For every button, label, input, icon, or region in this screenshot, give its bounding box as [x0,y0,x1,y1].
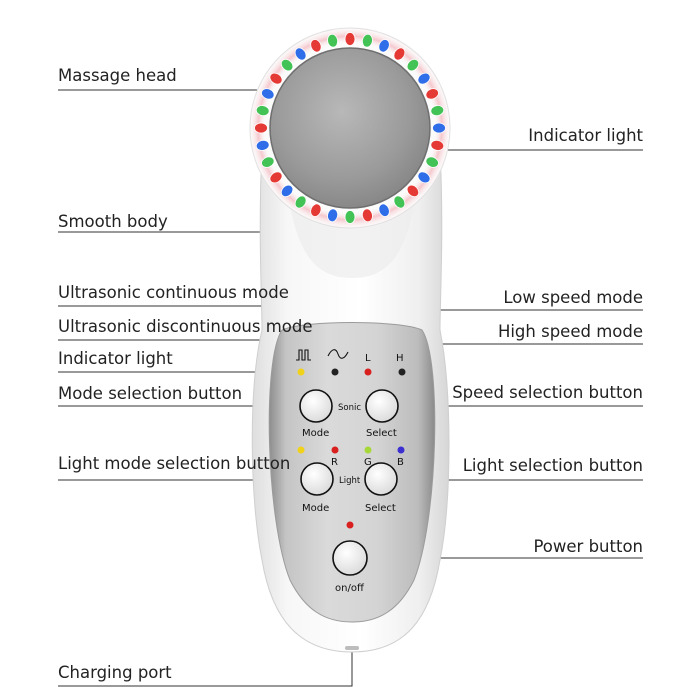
led-bead [417,171,431,184]
led-bead [432,122,446,134]
led-bead [361,208,373,223]
light-mode-selection-button[interactable] [300,462,334,496]
led-bead [254,122,268,134]
led-bead [425,156,439,168]
wave-mode-icon [327,349,349,359]
indicator-dot-black [398,368,406,376]
indicator-dot-yellow [297,446,305,454]
label-ultrasonic-continuous: Ultrasonic continuous mode [58,283,289,302]
led-bead [269,171,283,184]
led-bead [327,33,339,48]
led-bead [430,139,445,151]
label-speed-selection-button: Speed selection button [452,383,643,402]
led-bead [417,72,431,85]
led-bead [280,58,294,72]
power-button[interactable] [332,540,368,576]
label-ultrasonic-discontinuous: Ultrasonic discontinuous mode [58,317,313,336]
led-bead [294,195,307,209]
label-charging-port: Charging port [58,663,172,682]
indicator-dot-red [364,368,372,376]
speed-high-label: H [396,353,404,364]
indicator-dot-black [331,368,339,376]
sonic-label: Sonic [338,403,361,413]
select-label-1: Select [366,428,397,439]
led-bead [344,32,356,46]
label-light-mode-selection-button: Light mode selection button [58,454,291,473]
g-label: G [364,457,372,468]
led-bead [310,203,322,217]
indicator-dot-blue [397,446,405,454]
label-indicator-light-top: Indicator light [528,126,643,145]
indicator-dot-green [364,446,372,454]
led-bead [255,105,270,117]
label-light-selection-button: Light selection button [462,456,643,475]
massage-head-plate [269,47,431,209]
mode-label-2: Mode [302,503,329,514]
label-low-speed-mode: Low speed mode [503,288,643,307]
led-bead [406,184,420,198]
led-bead [430,105,445,117]
led-bead [344,210,356,224]
speed-low-label: L [365,353,371,364]
label-mode-selection-button: Mode selection button [58,384,243,403]
led-bead [327,208,339,223]
label-high-speed-mode: High speed mode [497,322,643,341]
led-bead [294,47,307,61]
led-bead [425,88,439,100]
led-bead [269,72,283,85]
led-bead [393,195,406,209]
pulse-mode-icon [296,349,311,361]
select-label-2: Select [365,503,396,514]
onoff-label: on/off [335,583,365,594]
led-bead [255,139,270,151]
led-bead [378,39,390,53]
indicator-dot-red [331,446,339,454]
led-bead [378,203,390,217]
label-power-button: Power button [533,537,643,556]
b-label: B [397,457,404,468]
label-smooth-body: Smooth body [58,212,168,231]
leader-charging-port [58,652,353,687]
mode-label-1: Mode [302,428,329,439]
led-bead [310,39,322,53]
label-indicator-light-panel: Indicator light [58,349,173,368]
led-bead [361,33,373,48]
control-panel [268,322,436,623]
led-bead [406,58,420,72]
led-bead [393,47,406,61]
speed-selection-button[interactable] [365,389,399,423]
led-ring [254,32,446,224]
led-bead [261,88,275,100]
led-bead [280,184,294,198]
light-label: Light [339,476,361,486]
r-label: R [331,457,338,468]
led-bead [261,156,275,168]
mode-selection-button[interactable] [299,389,333,423]
power-indicator-dot [346,521,354,529]
label-massage-head: Massage head [58,66,177,85]
light-selection-button[interactable] [364,462,398,496]
indicator-dot-yellow [297,368,305,376]
charging-port [345,646,359,650]
